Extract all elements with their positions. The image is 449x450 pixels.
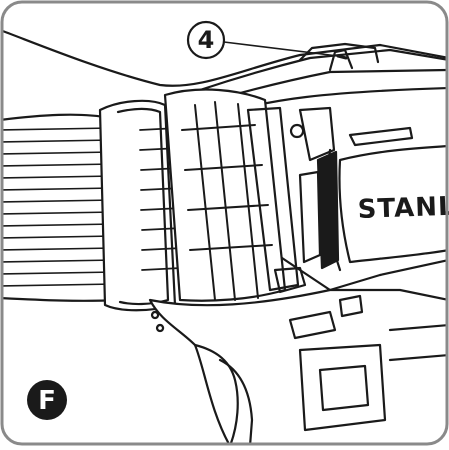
callout-leader xyxy=(223,41,339,57)
clutch-bar xyxy=(316,150,340,270)
callout-4: 4 xyxy=(186,20,226,60)
brand-text: STANL xyxy=(357,192,449,225)
step-badge: F xyxy=(27,380,67,420)
grip-housing xyxy=(148,288,447,444)
brand-badge xyxy=(338,144,447,264)
housing-top-outline xyxy=(2,28,447,87)
step-letter: F xyxy=(38,386,56,416)
callout-number: 4 xyxy=(198,26,215,54)
